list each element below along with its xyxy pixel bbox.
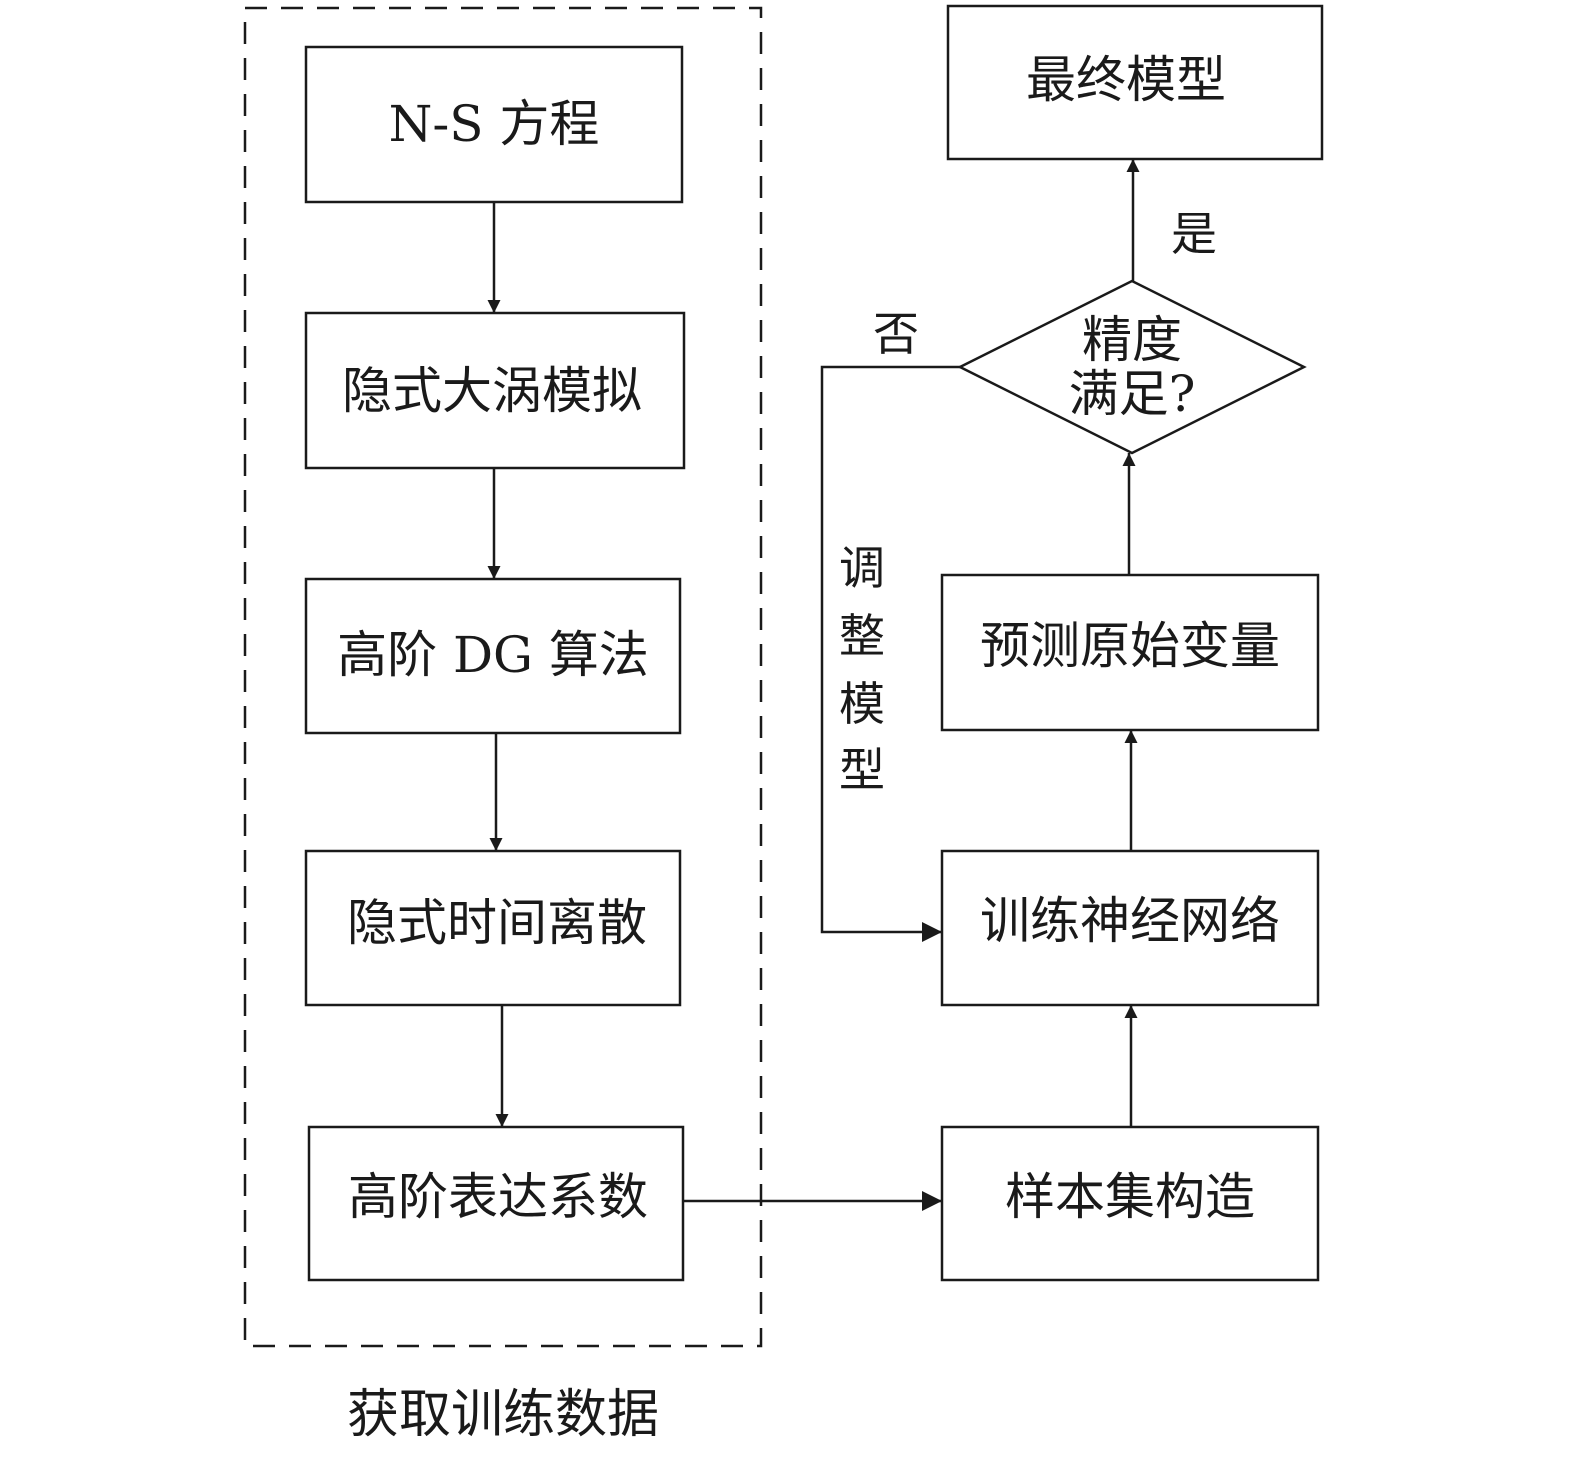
node-implicit-time-label: 隐式时间离散 [347,894,647,952]
node-decision-line2: 满足? [1069,365,1196,423]
node-decision: 精度 满足? [957,279,1307,455]
edge-label-adjust-2: 整 [839,609,885,663]
training-data-group [243,6,763,1348]
node-high-order-coef: 高阶表达系数 [307,1125,685,1282]
edge-label-adjust-1: 调 [839,541,885,595]
node-train-nn-label: 训练神经网络 [980,892,1280,950]
node-predict: 预测原始变量 [940,573,1320,732]
edge-label-no: 否 [873,307,919,361]
edge-label-adjust-3: 模 [839,677,885,731]
node-high-order-dg: 高阶 DG 算法 [304,577,682,735]
node-decision-line1: 精度 [1082,311,1182,369]
node-implicit-les: 隐式大涡模拟 [304,311,686,470]
node-implicit-les-label: 隐式大涡模拟 [342,362,642,420]
edge-decision-no-loop [820,365,960,942]
node-predict-label: 预测原始变量 [980,617,1280,675]
group-label: 获取训练数据 [347,1385,659,1445]
node-ns-equation: N-S 方程 [304,45,684,204]
edge-label-yes: 是 [1171,207,1217,261]
edge-label-adjust-4: 型 [839,743,885,797]
node-high-order-coef-label: 高阶表达系数 [348,1168,648,1226]
node-sample-set: 样本集构造 [940,1125,1320,1282]
node-sample-set-label: 样本集构造 [1005,1168,1255,1226]
node-final-model-label: 最终模型 [1026,51,1226,109]
node-ns-equation-label: N-S 方程 [389,95,600,153]
node-train-nn: 训练神经网络 [940,849,1320,1007]
node-final-model: 最终模型 [946,4,1324,161]
node-high-order-dg-label: 高阶 DG 算法 [337,626,649,684]
node-implicit-time: 隐式时间离散 [304,849,682,1007]
